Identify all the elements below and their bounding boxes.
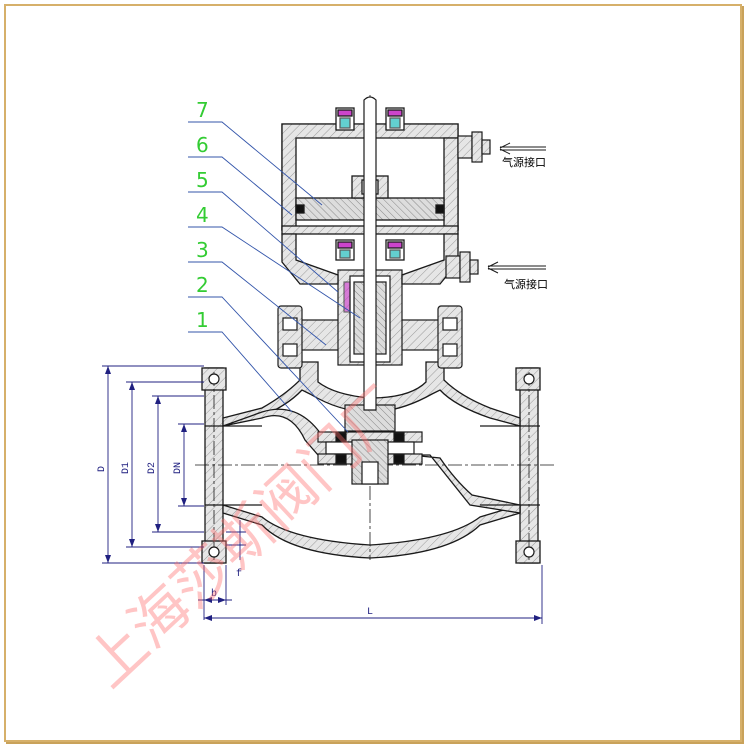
dimension-lines xyxy=(102,365,543,624)
part-number-1: 1 xyxy=(196,308,209,332)
air-port-arrows xyxy=(487,142,546,274)
dimension-D2: D2 xyxy=(147,462,158,474)
valve-stem xyxy=(363,96,377,411)
dimension-arrowheads xyxy=(105,366,542,621)
dimension-D1: D1 xyxy=(121,462,132,474)
part-number-6: 6 xyxy=(196,133,209,157)
air-port-label-upper: 气源接口 xyxy=(502,155,546,169)
watermark-text: 上海莎斯阀门厂 xyxy=(73,374,416,701)
air-port-fittings xyxy=(445,131,491,283)
air-port-label-lower: 气源接口 xyxy=(504,277,548,291)
part-number-5: 5 xyxy=(196,168,209,192)
part-number-7: 7 xyxy=(196,98,209,122)
dimension-f: f xyxy=(236,568,242,580)
part-number-2: 2 xyxy=(196,273,209,297)
dimension-D: D xyxy=(97,466,108,472)
part-number-4: 4 xyxy=(196,203,209,227)
flange-bolt-holes xyxy=(208,373,535,558)
part-leader-lines xyxy=(188,121,361,433)
dimension-L: L xyxy=(367,607,373,618)
dimension-b: b xyxy=(211,588,217,600)
dimension-DN: DN xyxy=(173,462,184,474)
valve-plug-assembly xyxy=(317,404,423,485)
image-frame xyxy=(4,4,742,742)
part-number-3: 3 xyxy=(196,238,209,262)
